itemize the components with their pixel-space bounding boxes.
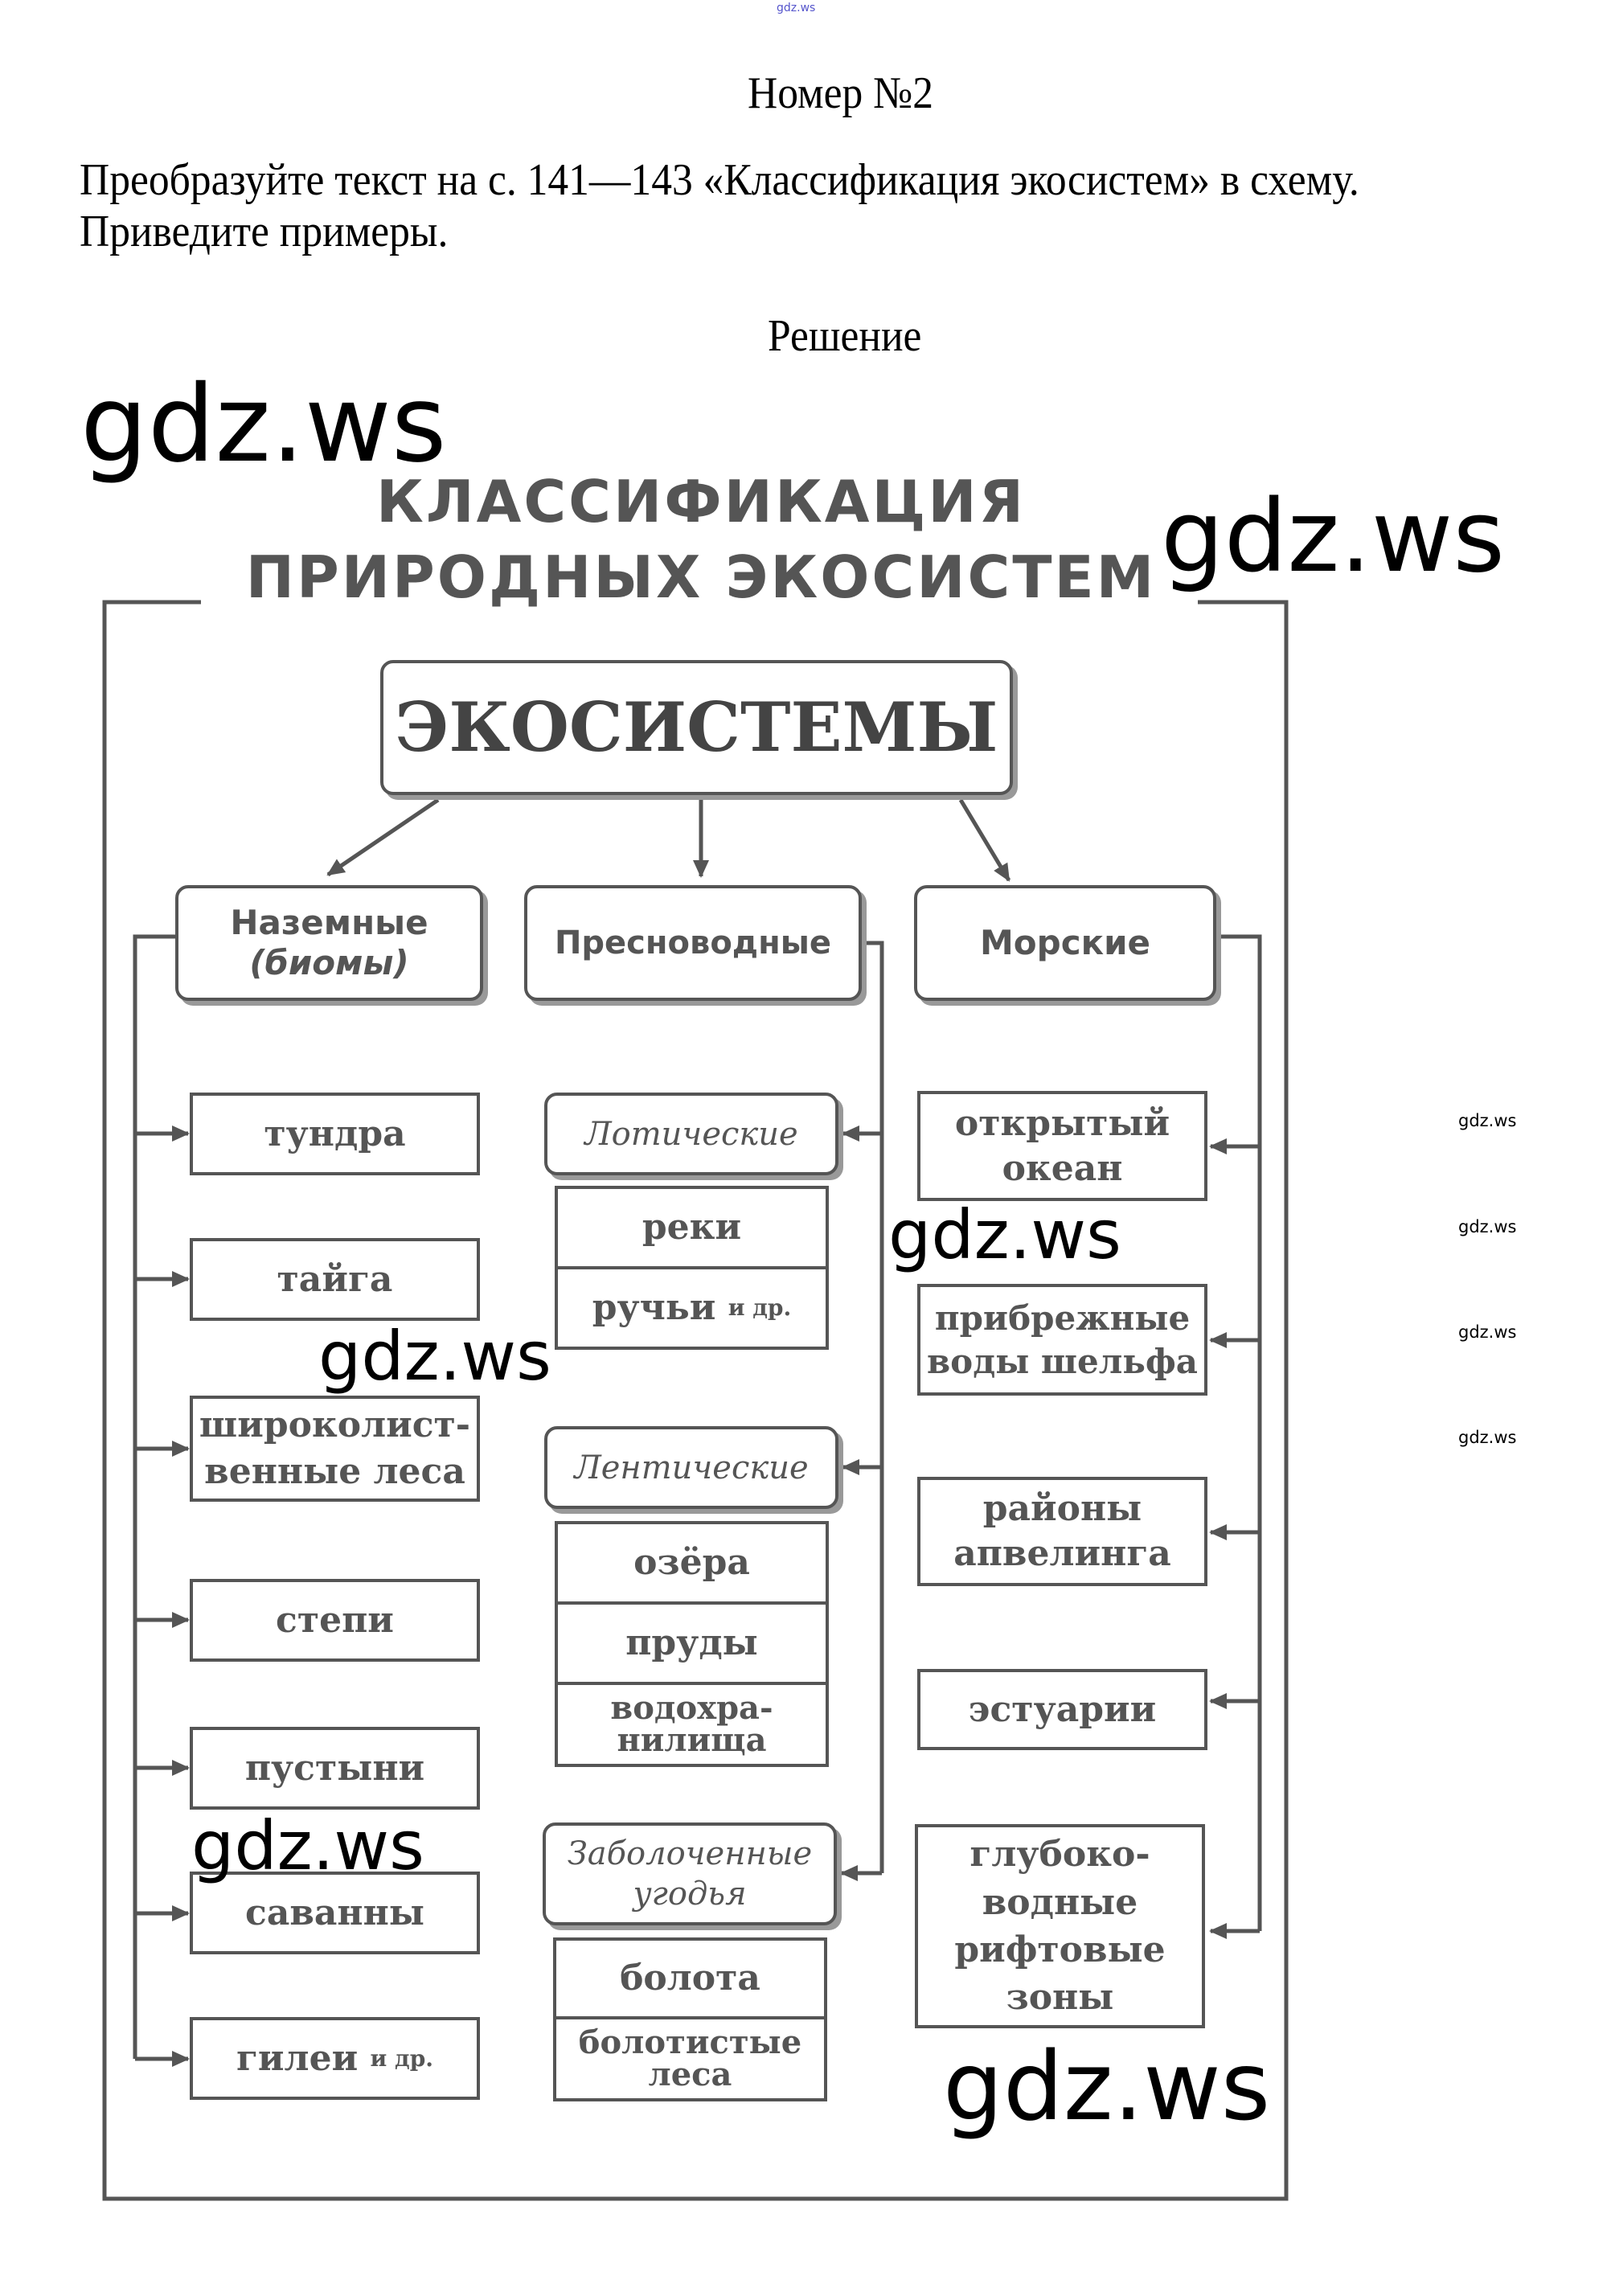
biome-savannas: саванны <box>190 1872 480 1954</box>
category-terrestrial: Наземные (биомы) <box>175 885 483 1001</box>
outer-frame <box>102 600 1289 2201</box>
watermark: gdz.ws <box>943 2031 1271 2142</box>
biome-steppes: степи <box>190 1579 480 1662</box>
item-label: степи <box>276 1599 394 1641</box>
lotic-rivers: реки <box>555 1186 829 1269</box>
biome-rainforests: гилеи и др. <box>190 2017 480 2100</box>
item-label: венные леса <box>204 1451 465 1492</box>
freshwater-wetlands: Заболоченные угодья <box>543 1822 837 1925</box>
terrestrial-sublabel: (биомы) <box>249 943 409 982</box>
item-label: зоны <box>1006 1977 1114 2019</box>
problem-number: Номер №2 <box>748 68 934 118</box>
item-label: болота <box>620 1958 760 1999</box>
item-label: глубоко- <box>969 1834 1150 1876</box>
item-label: районы <box>982 1488 1142 1529</box>
watermark-small: gdz.ws <box>1458 1111 1517 1130</box>
category-freshwater: Пресноводные <box>524 885 862 1001</box>
task-text-line2: Приведите примеры. <box>80 207 449 256</box>
freshwater-lotic: Лотические <box>544 1093 838 1175</box>
watermark-small: gdz.ws <box>1458 1428 1517 1447</box>
item-label: гилеи <box>236 2037 359 2079</box>
item-label: пустыни <box>244 1747 425 1789</box>
item-label: леса <box>648 2056 732 2093</box>
item-etc: и др. <box>370 2044 434 2072</box>
item-etc: и др. <box>728 1294 792 1321</box>
item-label: пруды <box>625 1622 758 1663</box>
watermark: gdz.ws <box>888 1195 1121 1274</box>
wetland-swamps: болота <box>553 1937 827 2019</box>
item-label: болотистые <box>578 2023 802 2061</box>
terrestrial-label: Наземные <box>230 903 428 942</box>
item-label: саванны <box>245 1892 424 1933</box>
lentic-lakes: озёра <box>555 1521 829 1605</box>
item-label: ручьи <box>592 1287 716 1328</box>
watermark-small: gdz.ws <box>1458 1217 1517 1236</box>
item-label: Заболоченные <box>567 1835 813 1872</box>
item-label: озёра <box>633 1542 750 1583</box>
item-label: водохра- <box>610 1689 773 1727</box>
item-label: угодья <box>633 1876 747 1913</box>
solution-heading: Решение <box>768 311 922 361</box>
diagram-title-line1: КЛАССИФИКАЦИЯ <box>375 468 1027 535</box>
item-label: воды шельфа <box>927 1341 1198 1381</box>
watermark-top: gdz.ws <box>777 2 816 14</box>
task-text-line1: Преобразуйте текст на с. 141—143 «Класси… <box>80 155 1359 205</box>
freshwater-lentic: Лентические <box>544 1426 838 1509</box>
marine-deep-rift-zones: глубоко-водные рифтовые зоны <box>915 1824 1205 2028</box>
freshwater-label: Пресноводные <box>554 925 832 961</box>
lotic-streams: ручьи и др. <box>555 1266 829 1350</box>
biome-deserts: пустыни <box>190 1727 480 1810</box>
item-label: тайга <box>277 1258 393 1300</box>
biome-taiga: тайга <box>190 1238 480 1321</box>
biome-broadleaf-forests: широколист-венные леса <box>190 1396 480 1502</box>
item-label: реки <box>642 1207 742 1248</box>
item-label: апвелинга <box>953 1533 1171 1574</box>
item-label: нилища <box>617 1721 767 1759</box>
lentic-reservoirs: водохра-нилища <box>555 1682 829 1767</box>
item-label: эстуарии <box>968 1688 1157 1730</box>
item-label: тундра <box>264 1113 406 1154</box>
item-label: широколист- <box>199 1404 471 1445</box>
item-label: океан <box>1002 1147 1123 1189</box>
watermark: gdz.ws <box>191 1806 424 1885</box>
watermark: gdz.ws <box>80 363 447 486</box>
lentic-ponds: пруды <box>555 1601 829 1685</box>
marine-estuaries: эстуарии <box>917 1669 1207 1750</box>
item-label: водные <box>982 1881 1138 1923</box>
watermark: gdz.ws <box>1161 479 1505 595</box>
watermark-small: gdz.ws <box>1458 1322 1517 1342</box>
item-label: рифтовые <box>954 1929 1166 1970</box>
category-marine: Морские <box>914 885 1216 1001</box>
item-label: Лотические <box>584 1115 798 1153</box>
watermark: gdz.ws <box>318 1317 551 1396</box>
root-ecosystems-box: ЭКОСИСТЕМЫ <box>380 660 1013 795</box>
biome-tundra: тундра <box>190 1093 480 1175</box>
diagram-title-line2: ПРИРОДНЫХ ЭКОСИСТЕМ <box>245 543 1157 611</box>
marine-label: Морские <box>979 923 1151 962</box>
root-label: ЭКОСИСТЕМЫ <box>395 687 998 767</box>
item-label: прибрежные <box>934 1298 1191 1338</box>
item-label: открытый <box>954 1102 1170 1144</box>
item-label: Лентические <box>574 1449 809 1486</box>
